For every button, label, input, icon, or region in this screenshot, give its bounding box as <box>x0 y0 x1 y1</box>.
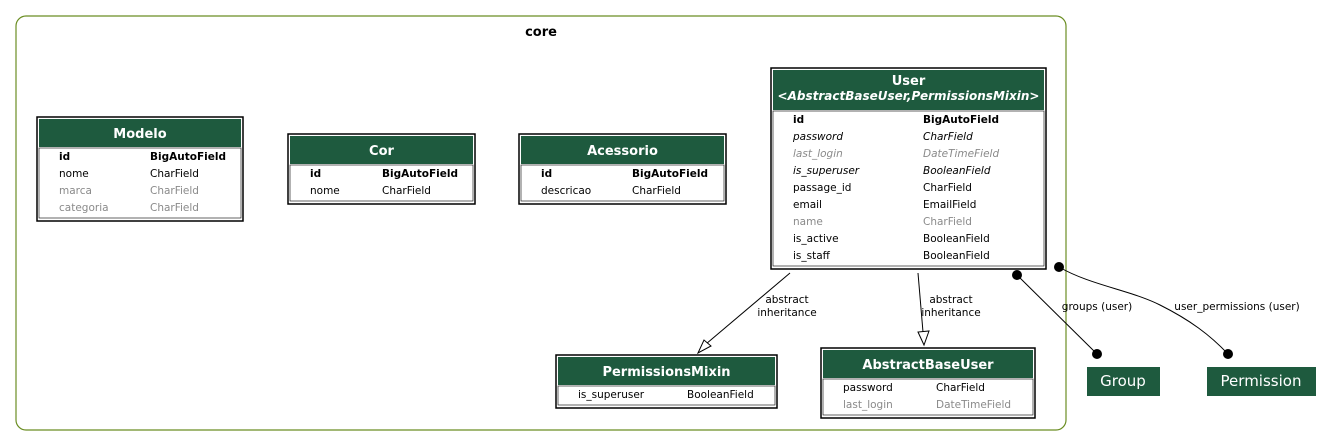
field-type: CharField <box>923 131 973 143</box>
edge-groups: groups (user) <box>1012 270 1132 359</box>
field-type: CharField <box>632 185 681 197</box>
table-body-border <box>772 110 1045 267</box>
external-model-permission-label: Permission <box>1221 372 1302 390</box>
table-header <box>558 357 775 385</box>
table-title: PermissionsMixin <box>602 365 730 380</box>
field-type: BooleanField <box>923 165 991 177</box>
external-model-permission[interactable]: Permission <box>1207 367 1316 396</box>
field-name: id <box>310 168 321 180</box>
field-type: BigAutoField <box>923 114 999 126</box>
field-name: nome <box>310 185 340 197</box>
field-name: descricao <box>541 185 591 197</box>
field-type: BigAutoField <box>382 168 458 180</box>
field-type: CharField <box>150 185 199 197</box>
edge-endpoint-dot <box>1092 349 1102 359</box>
inheritance-arrowhead <box>696 339 712 355</box>
model-table-acessorio[interactable]: Acessorio id BigAutoField descricao CharFiel… <box>518 133 727 205</box>
field-type: BooleanField <box>923 250 990 262</box>
table-header <box>290 136 473 164</box>
field-name: passage_id <box>793 182 851 194</box>
field-type: CharField <box>150 202 199 214</box>
field-name: name <box>793 216 823 228</box>
field-name: id <box>793 114 804 126</box>
field-type: BigAutoField <box>150 151 226 163</box>
edge-label-line1: abstract <box>929 294 972 306</box>
field-type: CharField <box>923 182 972 194</box>
field-type: EmailField <box>923 199 976 211</box>
field-name: categoria <box>59 202 109 214</box>
field-type: CharField <box>150 168 199 180</box>
external-model-group-label: Group <box>1100 372 1146 390</box>
field-type: DateTimeField <box>936 399 1011 411</box>
table-title: User <box>892 74 926 89</box>
table-body-border <box>822 378 1034 416</box>
table-body-border <box>520 164 725 202</box>
field-type: BigAutoField <box>632 168 708 180</box>
table-title: Acessorio <box>587 144 658 159</box>
field-type: BooleanField <box>687 389 754 401</box>
field-type: CharField <box>936 382 985 394</box>
field-name: last_login <box>843 399 893 411</box>
external-model-group-box <box>1087 367 1160 396</box>
table-body-border <box>557 385 776 406</box>
edge-label-line1: abstract <box>765 294 808 306</box>
field-type: BooleanField <box>923 233 990 245</box>
field-name: last_login <box>793 148 843 160</box>
edge-inherit-permissions-mixin: abstract inheritance <box>696 272 817 355</box>
table-title: AbstractBaseUser <box>862 358 994 373</box>
field-name: is_staff <box>793 250 831 262</box>
edge-inherit-abstract-base-user: abstract inheritance <box>917 272 981 347</box>
external-model-permission-box <box>1207 367 1316 396</box>
external-model-group[interactable]: Group <box>1087 367 1160 396</box>
field-name: id <box>541 168 552 180</box>
table-header <box>773 70 1044 110</box>
table-header <box>521 136 724 164</box>
table-title: Modelo <box>113 127 166 142</box>
model-table-user[interactable]: User<AbstractBaseUser,PermissionsMixin> i… <box>770 67 1047 270</box>
field-name: email <box>793 199 822 211</box>
edge-label-user-permissions: user_permissions (user) <box>1174 301 1299 313</box>
table-body-border <box>289 164 474 202</box>
table-header <box>823 350 1033 378</box>
edge-label-groups: groups (user) <box>1062 301 1132 313</box>
field-name: password <box>843 382 893 394</box>
table-body-border <box>38 147 242 219</box>
edge-endpoint-dot <box>1223 349 1233 359</box>
field-name: is_active <box>793 233 839 245</box>
field-name: is_superuser <box>578 389 645 401</box>
table-subtitle: <AbstractBaseUser,PermissionsMixin> <box>778 89 1040 103</box>
edge-endpoint-dot <box>1012 270 1022 280</box>
inheritance-arrowhead <box>917 330 930 347</box>
edge-label-line2: inheritance <box>757 307 816 319</box>
edge-user-permissions: user_permissions (user) <box>1054 262 1300 359</box>
table-header <box>39 119 241 147</box>
edge-label-line2: inheritance <box>921 307 980 319</box>
field-type: DateTimeField <box>923 148 999 160</box>
field-name: is_superuser <box>793 165 860 177</box>
field-name: nome <box>59 168 89 180</box>
edge-endpoint-dot <box>1054 262 1064 272</box>
field-name: marca <box>59 185 92 197</box>
model-table-cor[interactable]: Cor id BigAutoField nome CharField <box>287 133 476 205</box>
field-name: password <box>792 131 843 143</box>
table-title: Cor <box>369 144 394 159</box>
field-name: id <box>59 151 70 163</box>
cluster-label: core <box>525 25 557 40</box>
field-type: CharField <box>923 216 972 228</box>
model-table-permissions-mixin[interactable]: PermissionsMixin is_superuser BooleanField <box>555 354 778 409</box>
model-table-abstract-base-user[interactable]: AbstractBaseUser password CharField last_lo… <box>820 347 1036 419</box>
field-type: CharField <box>382 185 431 197</box>
